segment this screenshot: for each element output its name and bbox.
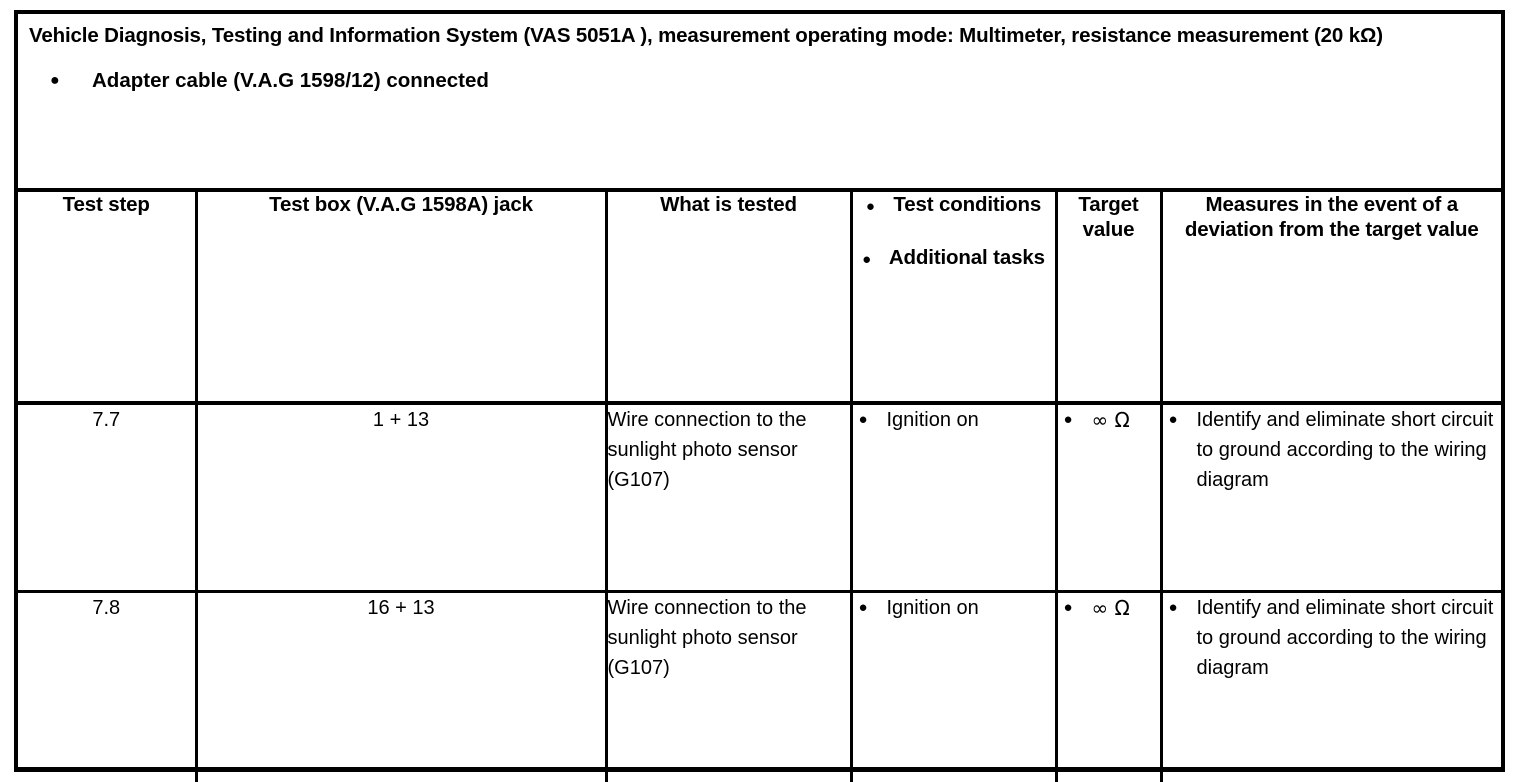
- header-additional-tasks-item: ● Additional tasks: [853, 245, 1055, 272]
- conditions-list: ● Ignition on: [853, 593, 1055, 623]
- cell-measures: ● Identify and eliminate short circuit t…: [1161, 403, 1502, 593]
- bullet-icon: ●: [1168, 411, 1178, 428]
- target-value-list: ● ∞ Ω: [1058, 593, 1160, 624]
- target-value-label: ∞ Ω: [1091, 408, 1130, 432]
- table-row: 7.7 1 + 13 Wire connection to the sunlig…: [18, 403, 1502, 593]
- conditions-list: ● Ignition on: [853, 405, 1055, 435]
- measures-list: ● Identify and eliminate short circuit t…: [1163, 593, 1502, 683]
- bullet-icon: ●: [858, 411, 868, 428]
- cell-measures: ● Identify and eliminate short circuit t…: [1161, 592, 1501, 782]
- target-value-list: ● ∞ Ω: [1058, 405, 1160, 436]
- table-header-row: Test step Test box (V.A.G 1598A) jack Wh…: [18, 192, 1501, 405]
- cell-what-is-tested: Wire connection to the sunlight photo se…: [606, 591, 853, 782]
- cell-test-box-jack: 16 + 13: [196, 591, 608, 782]
- cell-test-step: 7.8: [18, 591, 198, 782]
- condition-label: Ignition on: [886, 597, 979, 619]
- measure-label: Identify and eliminate short circuit to …: [1196, 409, 1494, 491]
- header-conditions-label: Test conditions: [893, 193, 1042, 216]
- caption-bullet-list: ● Adapter cable (V.A.G 1598/12) connecte…: [29, 68, 1491, 94]
- header-test-step: Test step: [18, 192, 198, 405]
- cell-target-value: ● ∞ Ω: [1056, 403, 1163, 593]
- condition-label: Ignition on: [886, 409, 979, 431]
- bullet-icon: ●: [1063, 599, 1073, 616]
- bullet-icon: ●: [50, 72, 60, 89]
- cell-what-is-tested: Wire connection to the sunlight photo se…: [606, 403, 853, 593]
- header-target-value: Target value: [1056, 192, 1163, 405]
- bullet-icon: ●: [865, 198, 875, 215]
- bullet-icon: ●: [1168, 599, 1178, 616]
- caption-section: Vehicle Diagnosis, Testing and Informati…: [18, 14, 1501, 192]
- header-test-box-jack: Test box (V.A.G 1598A) jack: [196, 192, 608, 405]
- header-test-conditions: ● Test conditions ● Additional tasks: [851, 192, 1058, 405]
- header-conditions-list: ● Test conditions ● Additional tasks: [853, 192, 1055, 272]
- test-step-table: Test step Test box (V.A.G 1598A) jack Wh…: [18, 192, 1501, 782]
- header-what-is-tested: What is tested: [606, 192, 853, 405]
- caption-bullet-label: Adapter cable (V.A.G 1598/12) connected: [92, 69, 489, 92]
- cell-test-box-jack: 1 + 13: [196, 403, 608, 593]
- header-conditions-item: ● Test conditions: [853, 192, 1055, 219]
- cell-target-value: ● ∞ Ω: [1056, 591, 1163, 782]
- measures-list: ● Identify and eliminate short circuit t…: [1163, 405, 1502, 495]
- table-row: 7.8 16 + 13 Wire connection to the sunli…: [18, 591, 1501, 782]
- header-measures: Measures in the event of a deviation fro…: [1161, 192, 1501, 405]
- measure-label: Identify and eliminate short circuit to …: [1196, 597, 1494, 679]
- list-item: ● Identify and eliminate short circuit t…: [1163, 405, 1502, 495]
- list-item: ● ∞ Ω: [1058, 405, 1160, 436]
- caption-bullet-item: ● Adapter cable (V.A.G 1598/12) connecte…: [50, 68, 1491, 94]
- list-item: ● Identify and eliminate short circuit t…: [1163, 593, 1502, 683]
- bullet-icon: ●: [858, 599, 868, 616]
- list-item: ● Ignition on: [853, 405, 1055, 435]
- table-frame: Vehicle Diagnosis, Testing and Informati…: [14, 10, 1505, 782]
- list-item: ● Ignition on: [853, 593, 1055, 623]
- cell-test-conditions: ● Ignition on: [851, 591, 1058, 782]
- cell-test-step: 7.7: [18, 403, 198, 593]
- bullet-icon: ●: [1063, 411, 1073, 428]
- caption-title: Vehicle Diagnosis, Testing and Informati…: [29, 24, 1383, 47]
- bullet-icon: ●: [862, 251, 872, 268]
- list-item: ● ∞ Ω: [1058, 593, 1160, 624]
- target-value-label: ∞ Ω: [1091, 596, 1130, 620]
- header-additional-tasks-label: Additional tasks: [888, 246, 1045, 269]
- cell-test-conditions: ● Ignition on: [851, 403, 1058, 593]
